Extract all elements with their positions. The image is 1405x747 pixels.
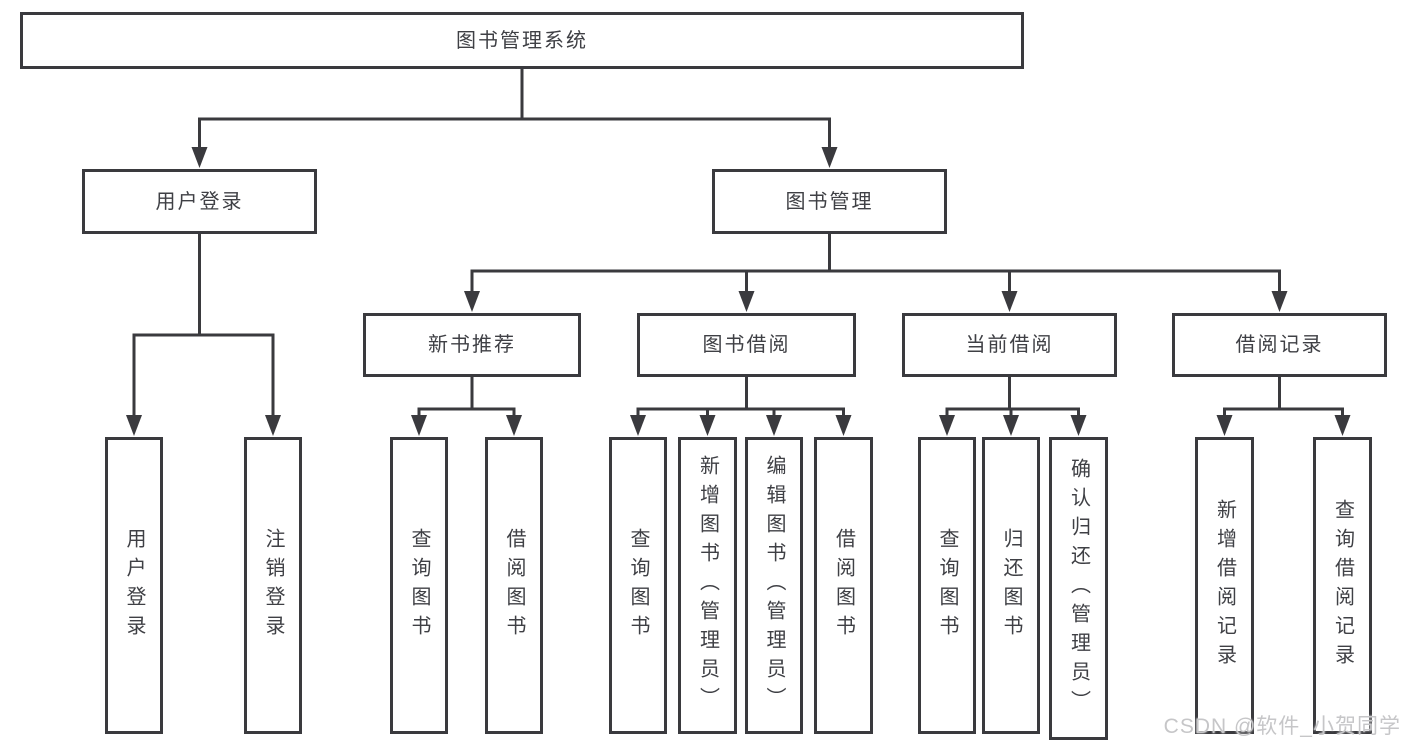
node-label: 查询借阅记录 xyxy=(1331,498,1354,673)
arrowhead-icon xyxy=(821,147,838,168)
arrowhead-icon xyxy=(191,147,208,168)
node-current-borrow: 当前借阅 xyxy=(902,313,1117,377)
arrowhead-icon xyxy=(464,291,480,312)
node-leaf-user-login: 用户登录 xyxy=(105,437,163,734)
node-label: 借阅图书 xyxy=(832,527,855,644)
node-root: 图书管理系统 xyxy=(20,12,1024,69)
node-bb-borrow-book: 借阅图书 xyxy=(814,437,873,734)
node-label: 注销登录 xyxy=(262,527,284,644)
node-label: 图书借阅 xyxy=(702,334,791,356)
node-label: 图书管理系统 xyxy=(456,29,588,52)
arrowhead-icon xyxy=(1271,291,1288,312)
arrowhead-icon xyxy=(738,291,755,312)
node-new-book-rec: 新书推荐 xyxy=(363,313,581,377)
node-label: 查询图书 xyxy=(936,527,958,644)
node-label: 用户登录 xyxy=(123,527,145,644)
node-label: 借阅记录 xyxy=(1235,334,1324,356)
node-user-login: 用户登录 xyxy=(82,169,317,234)
node-bb-add-book: 新增图书（管理员） xyxy=(678,437,737,734)
connector-borrow-records xyxy=(1216,375,1351,436)
node-label: 编辑图书（管理员） xyxy=(763,455,785,716)
arrowhead-icon xyxy=(1003,415,1019,436)
connector-book-borrow xyxy=(630,375,852,436)
node-leaf-logout: 注销登录 xyxy=(244,437,302,734)
node-label: 新书推荐 xyxy=(428,334,516,356)
arrowhead-icon xyxy=(411,415,427,436)
node-br-query-record: 查询借阅记录 xyxy=(1313,437,1372,734)
watermark-text: CSDN @软件_小贺同学 xyxy=(1163,715,1401,738)
arrowhead-icon xyxy=(835,415,852,436)
node-label: 归还图书 xyxy=(1000,527,1022,644)
node-cb-return-book: 归还图书 xyxy=(982,437,1040,734)
node-label: 新增借阅记录 xyxy=(1213,498,1236,673)
connector-user-login xyxy=(126,232,281,436)
node-label: 新增图书（管理员） xyxy=(696,455,719,716)
node-rec-query-book: 查询图书 xyxy=(390,437,448,734)
connector-root xyxy=(191,67,838,168)
node-label: 确认归还（管理员） xyxy=(1067,458,1090,719)
node-rec-borrow-book: 借阅图书 xyxy=(485,437,543,734)
arrowhead-icon xyxy=(506,415,522,436)
arrowhead-icon xyxy=(699,415,716,436)
arrowhead-icon xyxy=(939,415,955,436)
arrowhead-icon xyxy=(630,415,646,436)
connector-new-book-rec xyxy=(411,375,522,436)
node-bb-edit-book: 编辑图书（管理员） xyxy=(745,437,803,734)
node-bb-query-book: 查询图书 xyxy=(609,437,667,734)
arrowhead-icon xyxy=(126,415,142,436)
node-label: 用户登录 xyxy=(155,190,244,213)
arrowhead-icon xyxy=(1070,415,1087,436)
arrowhead-icon xyxy=(1001,291,1018,312)
connector-current-borrow xyxy=(939,375,1087,436)
node-label: 查询图书 xyxy=(627,527,649,644)
node-cb-confirm-return: 确认归还（管理员） xyxy=(1049,437,1108,740)
node-cb-query-book: 查询图书 xyxy=(918,437,976,734)
connector-book-mgmt xyxy=(464,232,1288,312)
node-book-mgmt: 图书管理 xyxy=(712,169,947,234)
node-label: 查询图书 xyxy=(408,527,430,644)
node-label: 图书管理 xyxy=(785,190,874,213)
node-label: 当前借阅 xyxy=(965,334,1054,356)
arrowhead-icon xyxy=(1334,415,1351,436)
node-book-borrow: 图书借阅 xyxy=(637,313,856,377)
arrowhead-icon xyxy=(766,415,782,436)
node-label: 借阅图书 xyxy=(503,527,525,644)
node-borrow-records: 借阅记录 xyxy=(1172,313,1387,377)
arrowhead-icon xyxy=(265,415,281,436)
arrowhead-icon xyxy=(1216,415,1233,436)
node-br-add-record: 新增借阅记录 xyxy=(1195,437,1254,734)
